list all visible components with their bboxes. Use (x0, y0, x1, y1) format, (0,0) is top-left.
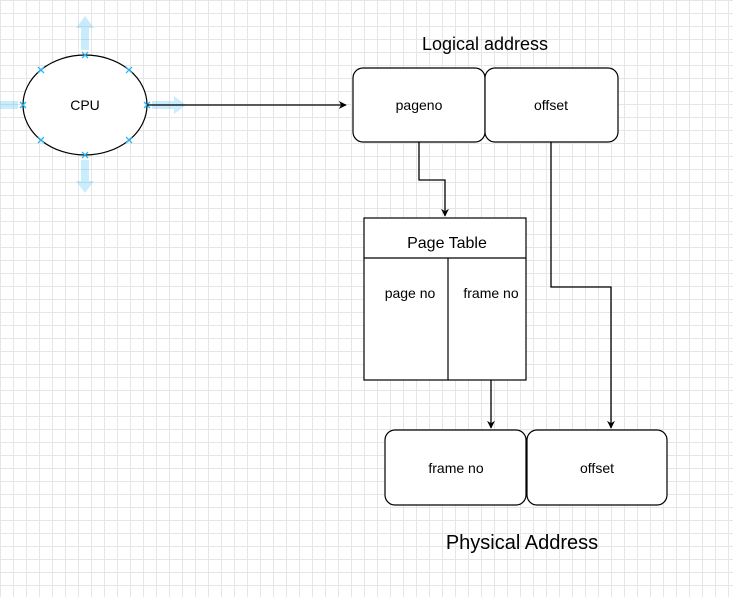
physical-frame-no-label: frame no (428, 460, 483, 476)
connect-arrow-left-icon[interactable] (0, 101, 18, 109)
edge-pageno-to-page-table[interactable] (418, 142, 449, 217)
handle-top-right-icon[interactable] (125, 66, 133, 74)
physical-offset-label: offset (580, 460, 614, 476)
page-table-col-page-no: page no (385, 285, 436, 301)
handle-left-icon[interactable] (19, 101, 27, 109)
connect-arrow-up-icon[interactable] (76, 16, 94, 50)
connectors (147, 101, 615, 429)
logical-address-title: Logical address (422, 34, 548, 54)
physical-address-title: Physical Address (446, 532, 598, 554)
page-table[interactable]: Page Table page no frame no (363, 217, 527, 381)
logical-offset-label: offset (534, 97, 568, 113)
handle-top-left-icon[interactable] (37, 66, 45, 74)
logical-pageno-label: pageno (396, 97, 443, 113)
handle-bottom-left-icon[interactable] (37, 136, 45, 144)
handle-bottom-right-icon[interactable] (125, 136, 133, 144)
cpu-label: CPU (70, 97, 100, 113)
logical-pageno-box[interactable]: pageno (352, 67, 486, 143)
page-table-col-frame-no: frame no (463, 285, 518, 301)
physical-offset-box[interactable]: offset (526, 429, 668, 506)
handle-bottom-icon[interactable] (81, 151, 89, 159)
physical-frame-no-box[interactable]: frame no (384, 429, 527, 506)
edge-offset-to-physical-offset[interactable] (550, 142, 615, 429)
logical-offset-box[interactable]: offset (484, 67, 619, 143)
handle-top-icon[interactable] (81, 51, 89, 59)
cpu-selection-handles[interactable] (19, 51, 151, 159)
page-table-title: Page Table (407, 235, 487, 252)
connect-arrow-down-icon[interactable] (76, 160, 94, 193)
